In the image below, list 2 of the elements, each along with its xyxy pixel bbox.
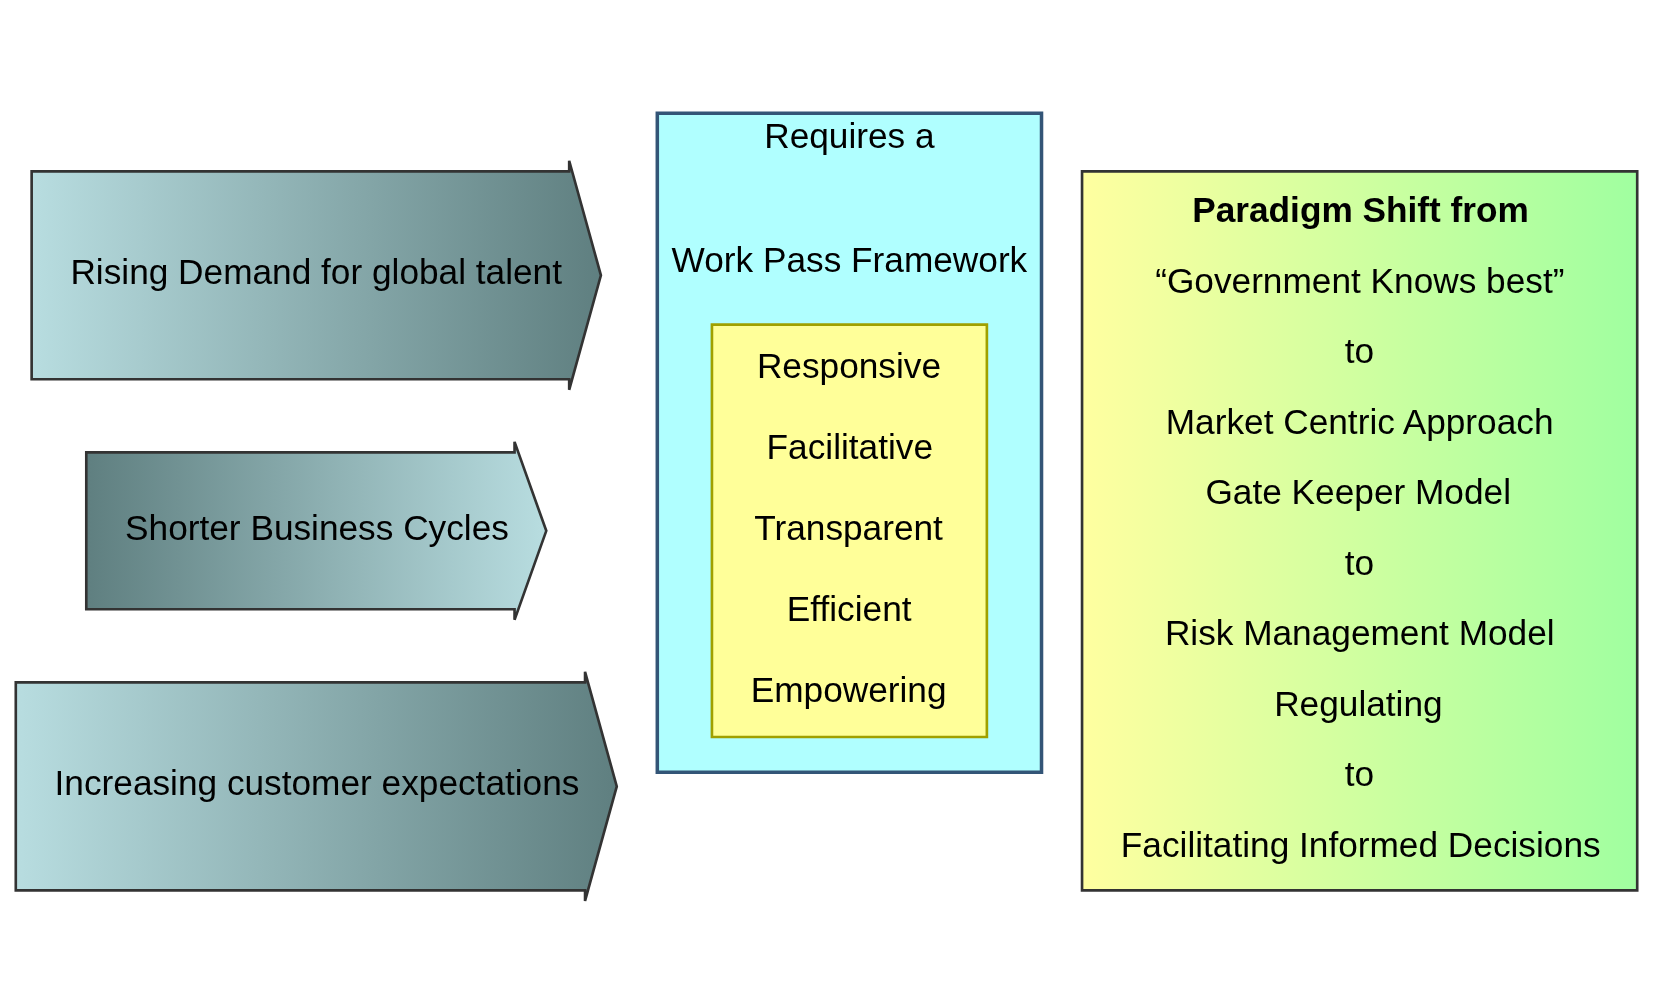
node-box: Paradigm Shift from “Government Knows best” to Market Centric Approach Gate Keeper Model to Risk Management Model Regulating to Facilitating Informed Decisions: [1080, 169, 1639, 892]
node-box: Responsive Facilitative Transparent Efficient Empowering: [710, 322, 989, 738]
